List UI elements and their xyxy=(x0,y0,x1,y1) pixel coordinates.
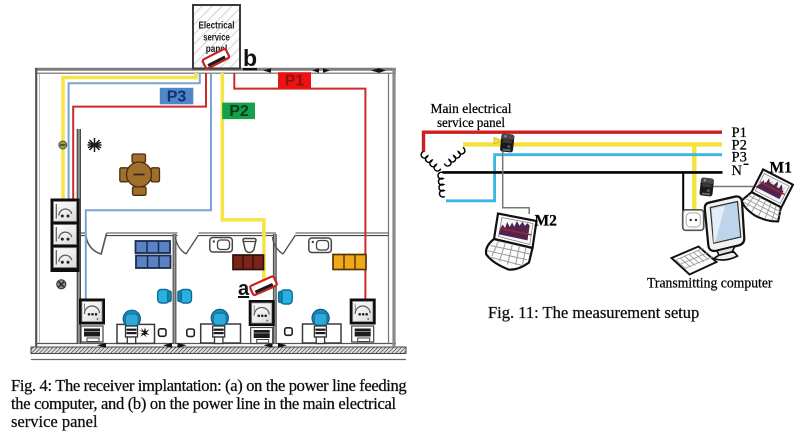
svg-text:Transmitting computer: Transmitting computer xyxy=(647,275,773,291)
svg-text:P2: P2 xyxy=(229,103,249,120)
svg-text:panel: panel xyxy=(206,44,228,55)
svg-text:N: N xyxy=(732,163,743,179)
svg-text:service: service xyxy=(203,33,230,44)
svg-text:a: a xyxy=(238,278,250,300)
svg-text:M2: M2 xyxy=(535,213,558,230)
svg-text:P1: P1 xyxy=(732,125,747,141)
svg-text:P2: P2 xyxy=(732,137,747,153)
svg-text:b: b xyxy=(243,45,257,71)
svg-text:P3: P3 xyxy=(167,88,187,105)
svg-text:service panel: service panel xyxy=(437,116,505,131)
svg-text:M1: M1 xyxy=(770,159,792,176)
svg-text:Main electrical: Main electrical xyxy=(431,102,512,117)
svg-text:P1: P1 xyxy=(285,73,305,90)
svg-text:P3: P3 xyxy=(732,150,747,166)
svg-text:Electrical: Electrical xyxy=(199,21,235,32)
